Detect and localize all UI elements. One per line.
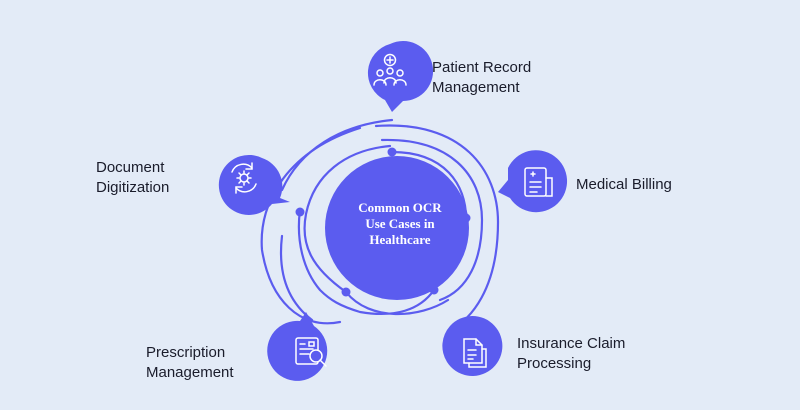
center-title-line: Healthcare: [369, 232, 431, 247]
node-document-digitization: [218, 154, 290, 215]
swirl-line-3: [374, 124, 500, 332]
swirl-line-6: [303, 144, 392, 294]
label-line: Prescription: [146, 344, 226, 361]
label-document-digitization: Document Digitization: [96, 158, 169, 198]
swirl-dot-1: [387, 147, 397, 157]
label-line: Insurance Claim: [517, 335, 626, 352]
swirl-line-2: [380, 138, 484, 302]
center-title: Common OCR Use Cases in Healthcare: [330, 200, 470, 248]
swirl-dot-4: [341, 287, 351, 297]
patients-medical-icon: [373, 53, 407, 86]
medical-bill-icon: [524, 167, 553, 197]
swirl-line-9: [280, 118, 394, 192]
label-medical-billing: Medical Billing: [576, 175, 672, 195]
label-line: Digitization: [96, 179, 170, 196]
label-prescription: Prescription Management: [146, 343, 234, 383]
node-patient-record: [367, 41, 434, 112]
label-patient-record: Patient Record Management: [432, 58, 531, 98]
node-bubble: [218, 154, 290, 215]
label-insurance-claim: Insurance Claim Processing: [517, 334, 625, 374]
node-bubble: [442, 315, 503, 376]
label-line: Document: [96, 159, 165, 176]
swirl-line-7: [279, 234, 314, 322]
label-line: Medical Billing: [576, 176, 672, 193]
swirl-lines: [260, 118, 500, 332]
node-insurance-claim: [442, 315, 503, 376]
label-line: Processing: [517, 355, 592, 372]
node-bubble: [498, 150, 568, 213]
swirl-line-4: [297, 208, 436, 316]
node-medical-billing: [498, 150, 568, 213]
sync-gear-icon: [231, 162, 257, 194]
label-line: Patient Record: [432, 59, 532, 76]
swirl-dot-5: [295, 207, 305, 217]
label-line: Management: [432, 79, 520, 96]
node-prescription: [267, 312, 328, 381]
center-circle: [325, 156, 469, 300]
center-title-line: Common OCR: [358, 200, 442, 215]
swirl-line-5: [344, 290, 450, 316]
center-title-line: Use Cases in: [365, 216, 435, 231]
document-search-icon: [295, 337, 327, 367]
label-line: Management: [146, 364, 234, 381]
claim-documents-icon: [463, 338, 487, 368]
